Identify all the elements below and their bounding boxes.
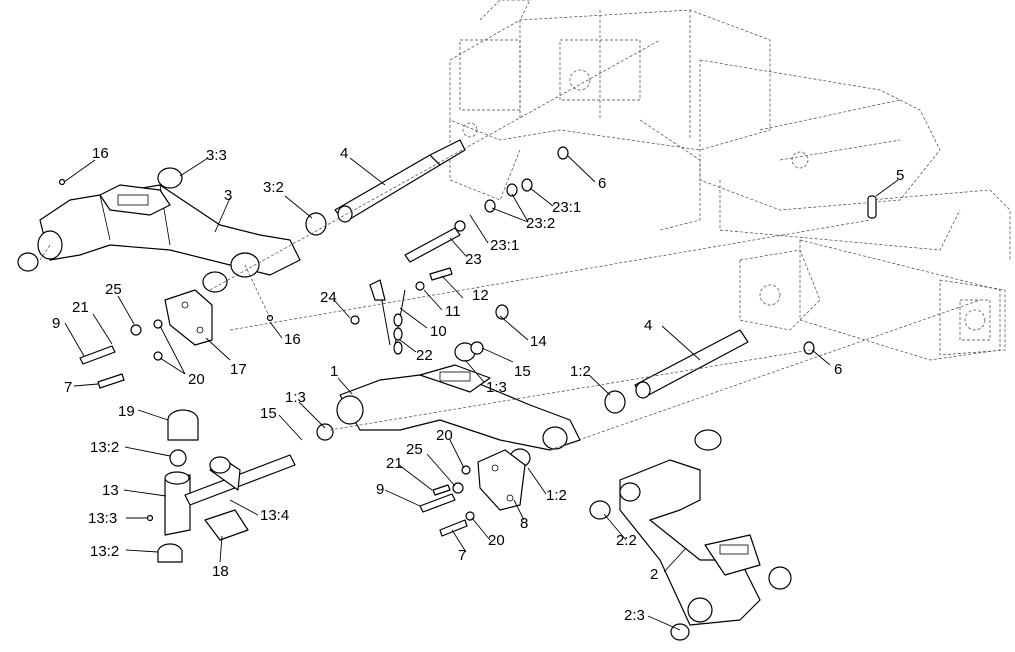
callout-2-3: 2:3 <box>624 607 645 624</box>
axle-arm-1 <box>316 341 581 468</box>
callout-2-2: 2:2 <box>616 532 637 549</box>
callout-25-left: 25 <box>105 281 122 298</box>
callout-20-left: 20 <box>188 371 205 388</box>
bracket-8 <box>419 449 526 537</box>
callout-10: 10 <box>430 323 447 340</box>
callout-1-3-upper: 1:3 <box>486 379 507 396</box>
callout-13: 13 <box>102 482 119 499</box>
callout-13-2-lower: 13:2 <box>90 543 119 560</box>
callout-23-1-upper: 23:1 <box>552 199 581 216</box>
callout-1-2-upper: 1:2 <box>570 363 591 380</box>
callout-24: 24 <box>320 289 337 306</box>
callout-22: 22 <box>416 347 433 364</box>
washers-group-23 <box>404 146 569 263</box>
callout-21-left: 21 <box>72 299 89 316</box>
callout-13-3: 13:3 <box>88 510 117 527</box>
callout-15-upper: 15 <box>514 363 531 380</box>
centerlines <box>39 39 981 451</box>
callout-7-right: 7 <box>458 547 466 564</box>
callout-25-right: 25 <box>406 441 423 458</box>
callout-9-right: 9 <box>376 481 384 498</box>
callout-7-left: 7 <box>64 379 72 396</box>
callout-labels: 16 3:3 3 3:2 4 6 23:1 23:2 23:1 23 5 12 … <box>52 145 904 624</box>
callout-18: 18 <box>212 563 229 580</box>
callout-9-left: 9 <box>52 315 60 332</box>
callout-21-right: 21 <box>386 455 403 472</box>
callout-23-1-lower: 23:1 <box>490 237 519 254</box>
callout-3-2: 3:2 <box>263 179 284 196</box>
bracket-17 <box>58 178 274 389</box>
axle-arm-3 <box>17 167 301 293</box>
callout-1-3-lower: 1:3 <box>285 389 306 406</box>
callout-6-lower: 6 <box>834 361 842 378</box>
callout-23-2: 23:2 <box>526 215 555 232</box>
callout-1: 1 <box>330 363 338 380</box>
callout-15-lower: 15 <box>260 405 277 422</box>
caster-fork-2 <box>589 429 792 641</box>
callout-14: 14 <box>530 333 547 350</box>
callout-1-2-lower: 1:2 <box>546 487 567 504</box>
callout-13-2-upper: 13:2 <box>90 439 119 456</box>
callout-16-lower: 16 <box>284 331 301 348</box>
callout-5: 5 <box>896 167 904 184</box>
callout-3-3: 3:3 <box>206 147 227 164</box>
callout-3: 3 <box>224 187 232 204</box>
leader-lines <box>63 155 899 631</box>
pivot-shaft-upper <box>305 139 466 236</box>
callout-20-mid: 20 <box>436 427 453 444</box>
callout-6-upper: 6 <box>598 175 606 192</box>
callout-17: 17 <box>230 361 247 378</box>
pin-5 <box>867 195 877 219</box>
callout-4-upper: 4 <box>340 145 348 162</box>
callout-13-4: 13:4 <box>260 507 289 524</box>
callout-2: 2 <box>650 566 658 583</box>
callout-8: 8 <box>520 515 528 532</box>
chain-assembly <box>350 267 509 355</box>
callout-23: 23 <box>465 251 482 268</box>
callout-11: 11 <box>445 303 461 320</box>
callout-16-upper: 16 <box>92 145 109 162</box>
callout-19: 19 <box>118 403 135 420</box>
callout-12: 12 <box>472 287 489 304</box>
callout-20-right: 20 <box>488 532 505 549</box>
pivot-shaft-lower <box>604 329 815 414</box>
chassis-frame <box>449 0 1011 361</box>
callout-4-lower: 4 <box>644 317 652 334</box>
spindle-assembly-13 <box>146 409 296 563</box>
